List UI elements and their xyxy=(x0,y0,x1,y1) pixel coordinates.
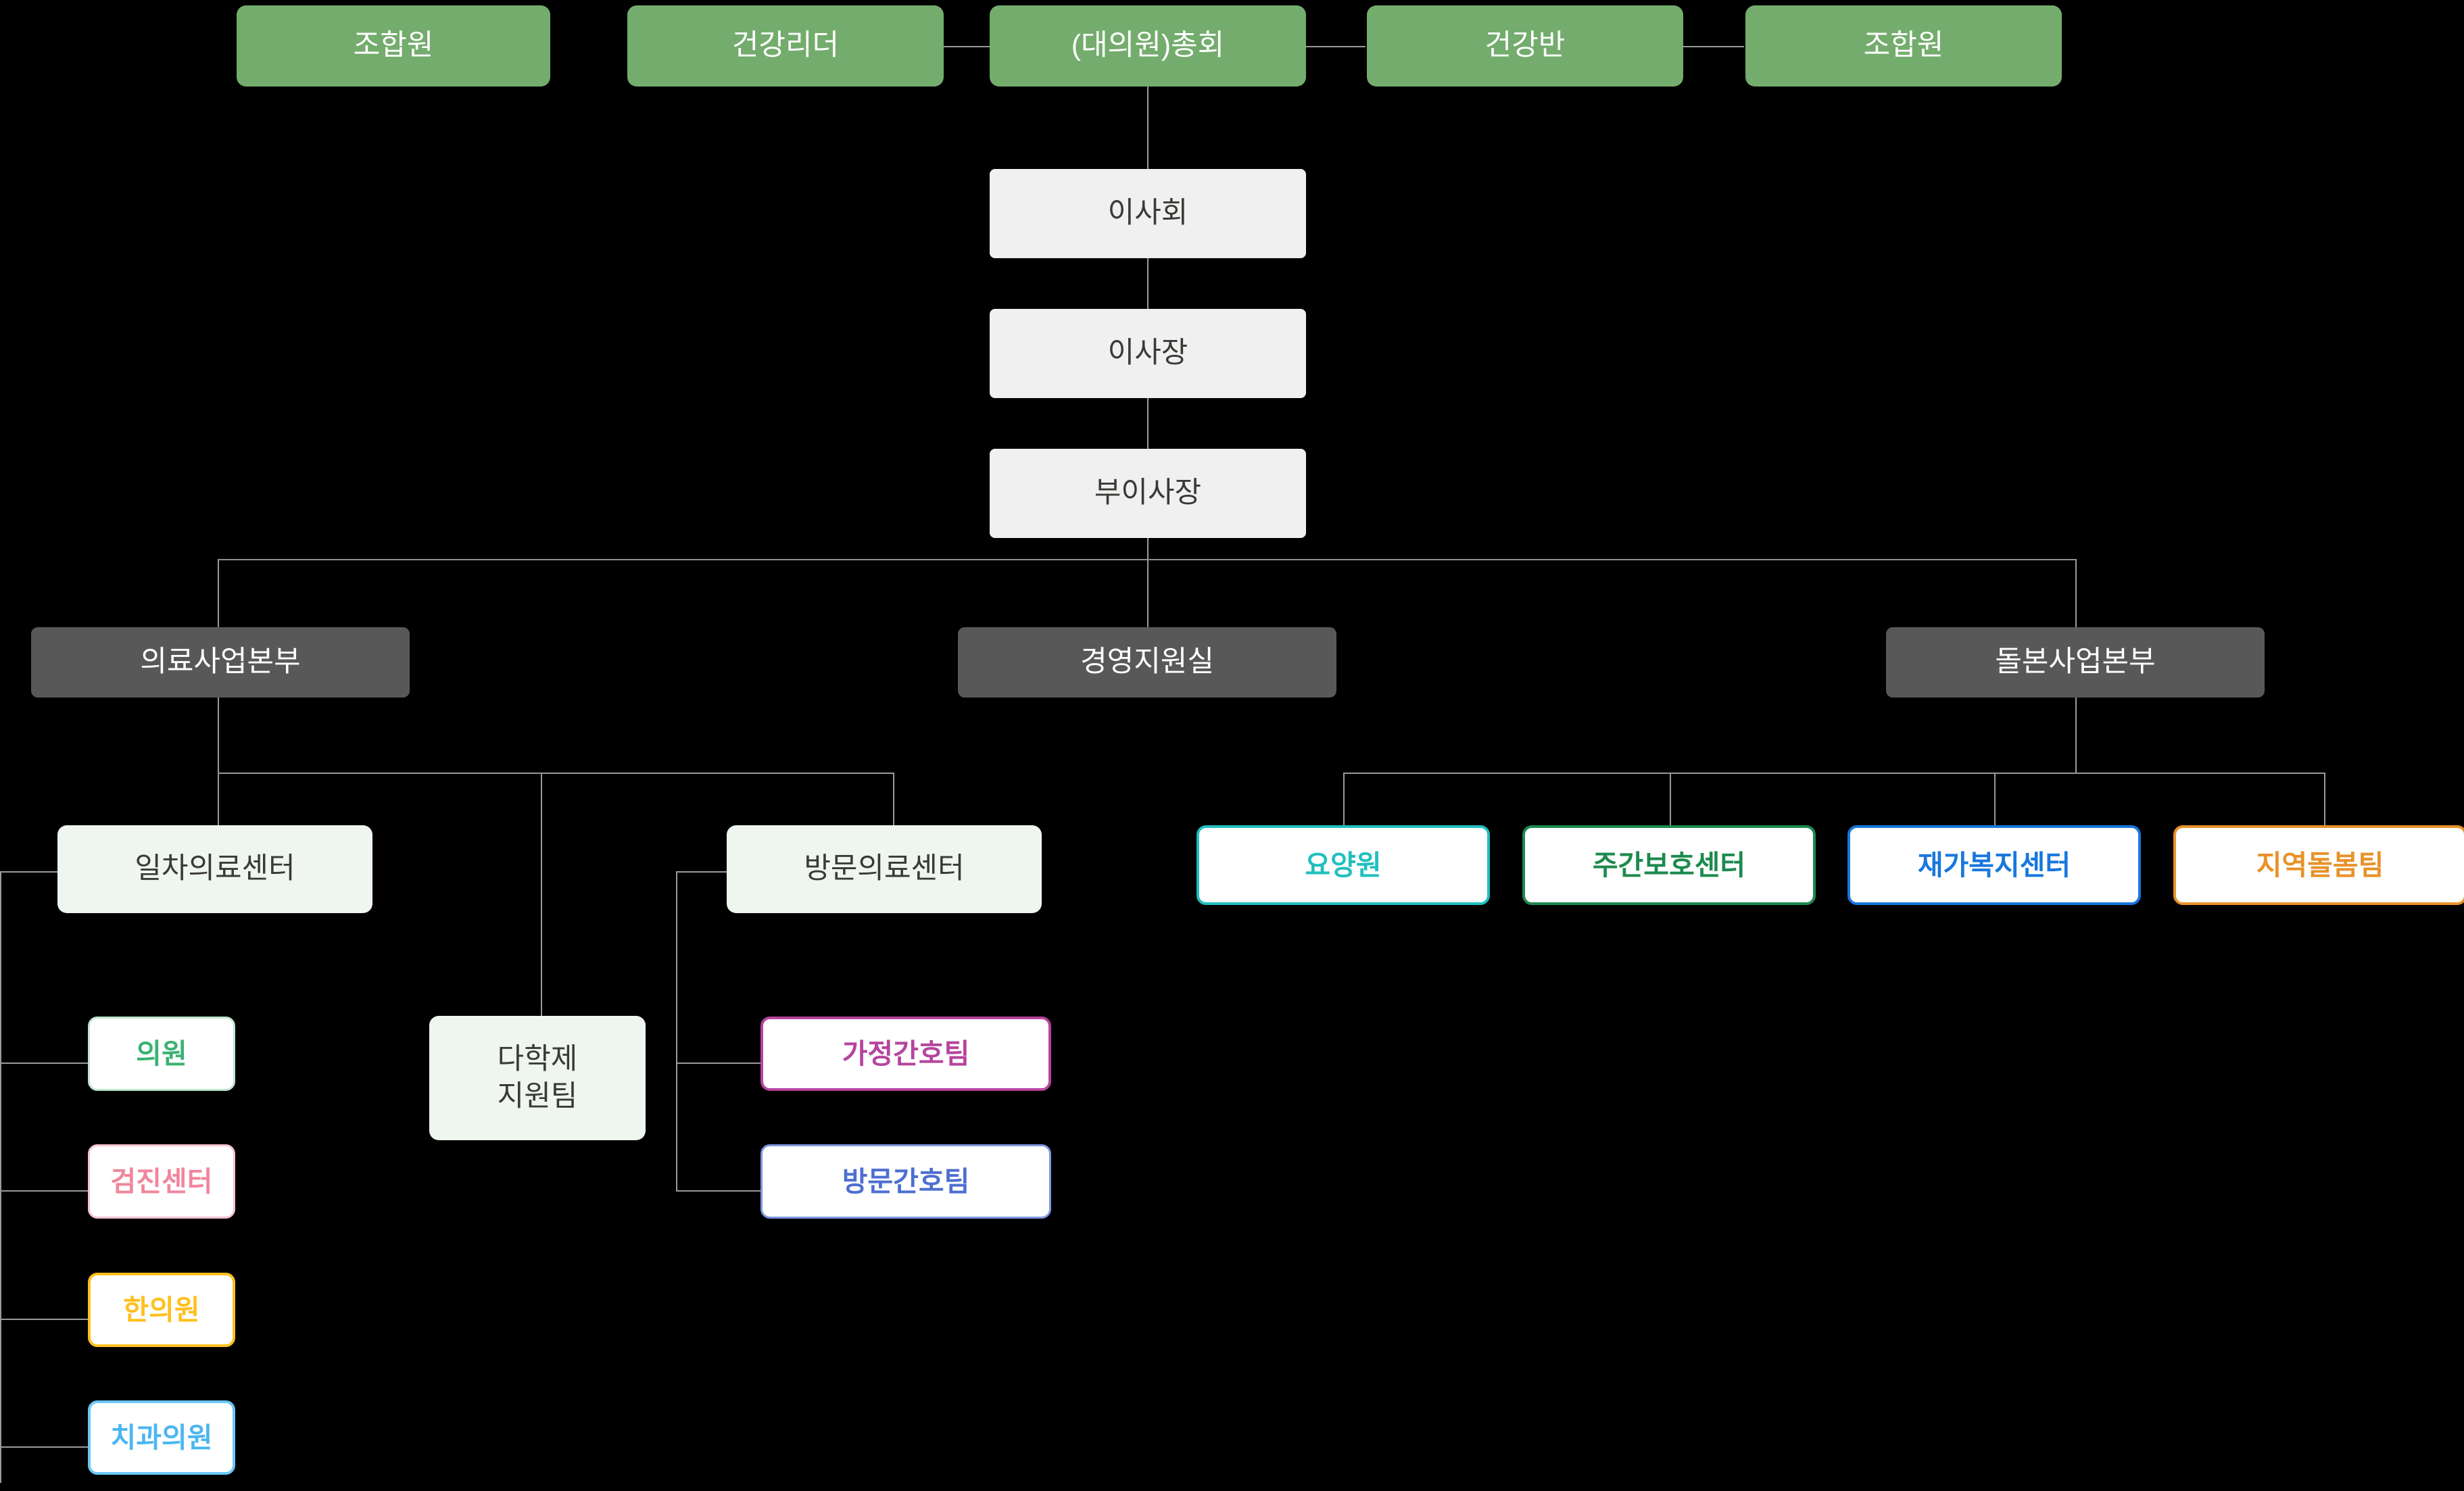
connector-assembly-to-board xyxy=(1147,84,1149,170)
node-clinic[interactable]: 의원 xyxy=(88,1017,235,1091)
node-checkup-center[interactable]: 검진센터 xyxy=(88,1144,235,1219)
connector-visit-trunk xyxy=(676,871,677,1190)
connector-care-drop xyxy=(2075,696,2077,774)
node-home-visit-medical-center[interactable]: 방문의료센터 xyxy=(727,825,1042,913)
node-day-care-center[interactable]: 주간보호센터 xyxy=(1522,825,1816,905)
connector-care-bus xyxy=(1343,773,2325,774)
node-member-left-box[interactable]: 조합원 xyxy=(237,5,550,87)
node-health-group[interactable]: 건강반 xyxy=(1367,5,1683,87)
node-care-division[interactable]: 돌본사업본부 xyxy=(1886,627,2265,698)
node-chairperson[interactable]: 이사장 xyxy=(990,309,1306,398)
connector-board-to-chair xyxy=(1147,258,1149,310)
node-visit-nursing-team[interactable]: 방문간호팀 xyxy=(760,1144,1051,1219)
connector-primary-stub-3 xyxy=(0,1319,88,1320)
node-management-office[interactable]: 경영지원실 xyxy=(958,627,1336,698)
connector-care-to-2 xyxy=(1994,773,1996,825)
connector-care-to-0 xyxy=(1343,773,1345,825)
connector-visit-stub-in xyxy=(676,871,727,873)
connector-care-to-1 xyxy=(1670,773,1671,825)
connector-assembly-3 xyxy=(1305,46,1366,47)
node-oriental-clinic[interactable]: 한의원 xyxy=(88,1273,235,1347)
node-vice-chairperson[interactable]: 부이사장 xyxy=(990,449,1306,538)
connector-primary-trunk xyxy=(0,871,1,1483)
node-member-right[interactable]: 조합원 xyxy=(1745,5,2062,87)
connector-medical-to-primary xyxy=(218,773,219,825)
node-home-welfare-center[interactable]: 재가복지센터 xyxy=(1847,825,2141,905)
connector-division-bus xyxy=(218,559,2077,560)
connector-primary-stub-1 xyxy=(0,1062,88,1064)
node-medical-division[interactable]: 의료사업본부 xyxy=(31,627,410,698)
connector-primary-stub-0 xyxy=(0,871,57,873)
node-home-nursing-team[interactable]: 가정간호팀 xyxy=(760,1017,1051,1091)
node-dental-clinic[interactable]: 치과의원 xyxy=(88,1400,235,1475)
connector-care-to-3 xyxy=(2324,773,2325,825)
connector-visit-stub-2 xyxy=(676,1190,760,1192)
connector-medical-to-multi xyxy=(541,773,542,1016)
node-health-leader[interactable]: 건강리더 xyxy=(627,5,944,87)
connector-medical-drop xyxy=(218,696,219,774)
node-primary-care-center[interactable]: 일차의료센터 xyxy=(57,825,372,913)
connector-chair-to-vice xyxy=(1147,397,1149,450)
connector-assembly-4 xyxy=(1683,46,1744,47)
connector-visit-stub-1 xyxy=(676,1062,760,1064)
node-general-assembly[interactable]: (대의원)총회 xyxy=(990,5,1306,87)
connector-bus-to-medical xyxy=(218,559,219,629)
connector-assembly-2 xyxy=(943,46,990,47)
connector-medical-to-visit xyxy=(893,773,894,825)
node-nursing-home[interactable]: 요양원 xyxy=(1197,825,1490,905)
connector-primary-stub-4 xyxy=(0,1446,88,1448)
connector-medical-bus xyxy=(218,773,894,774)
node-board-of-directors[interactable]: 이사회 xyxy=(990,169,1306,258)
connector-bus-to-care xyxy=(2075,559,2077,629)
connector-primary-stub-2 xyxy=(0,1190,88,1192)
connector-vice-to-bus xyxy=(1147,537,1149,628)
node-community-care-team[interactable]: 지역돌봄팀 xyxy=(2173,825,2464,905)
node-multidisciplinary-support-team[interactable]: 다학제 지원팀 xyxy=(429,1016,646,1140)
